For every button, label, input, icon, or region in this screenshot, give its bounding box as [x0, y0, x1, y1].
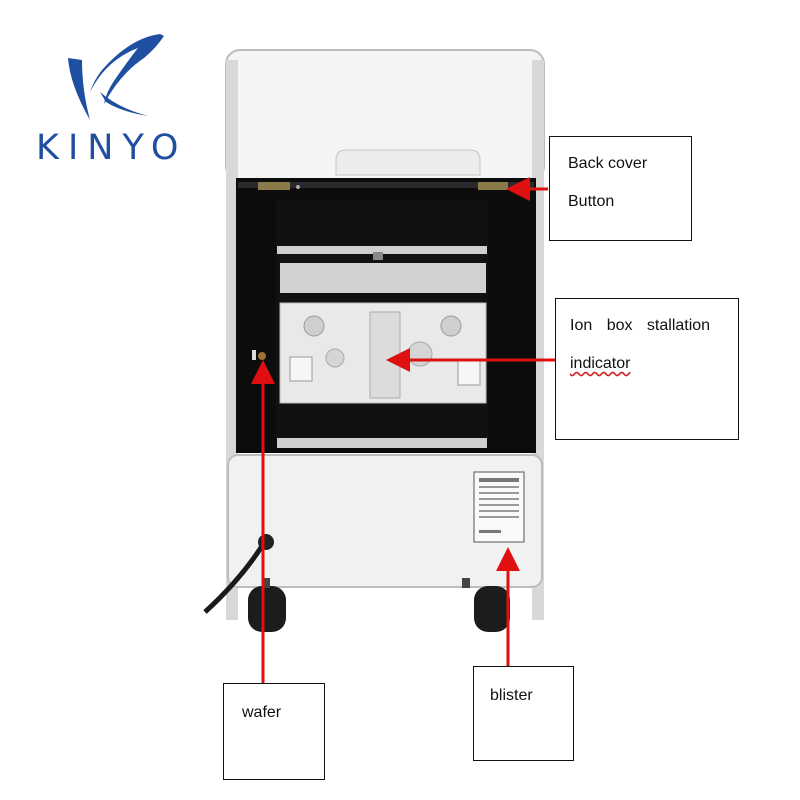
wafer-label: wafer — [242, 704, 282, 721]
blister-callout: blister — [473, 666, 574, 761]
button-label: Button — [568, 193, 615, 210]
wafer-callout: wafer — [223, 683, 325, 780]
indicator-label: indicator — [570, 355, 631, 372]
back-cover-button-callout: Back cover Button — [549, 136, 692, 241]
brand-name: KINYO — [36, 128, 188, 168]
ion-box-label: Ion box stallation — [570, 317, 711, 334]
blister-label: blister — [490, 687, 533, 704]
back-cover-label: Back cover — [568, 155, 648, 172]
kinyo-logo-icon — [68, 34, 164, 120]
ion-box-callout: Ion box stallation indicator — [555, 298, 739, 440]
